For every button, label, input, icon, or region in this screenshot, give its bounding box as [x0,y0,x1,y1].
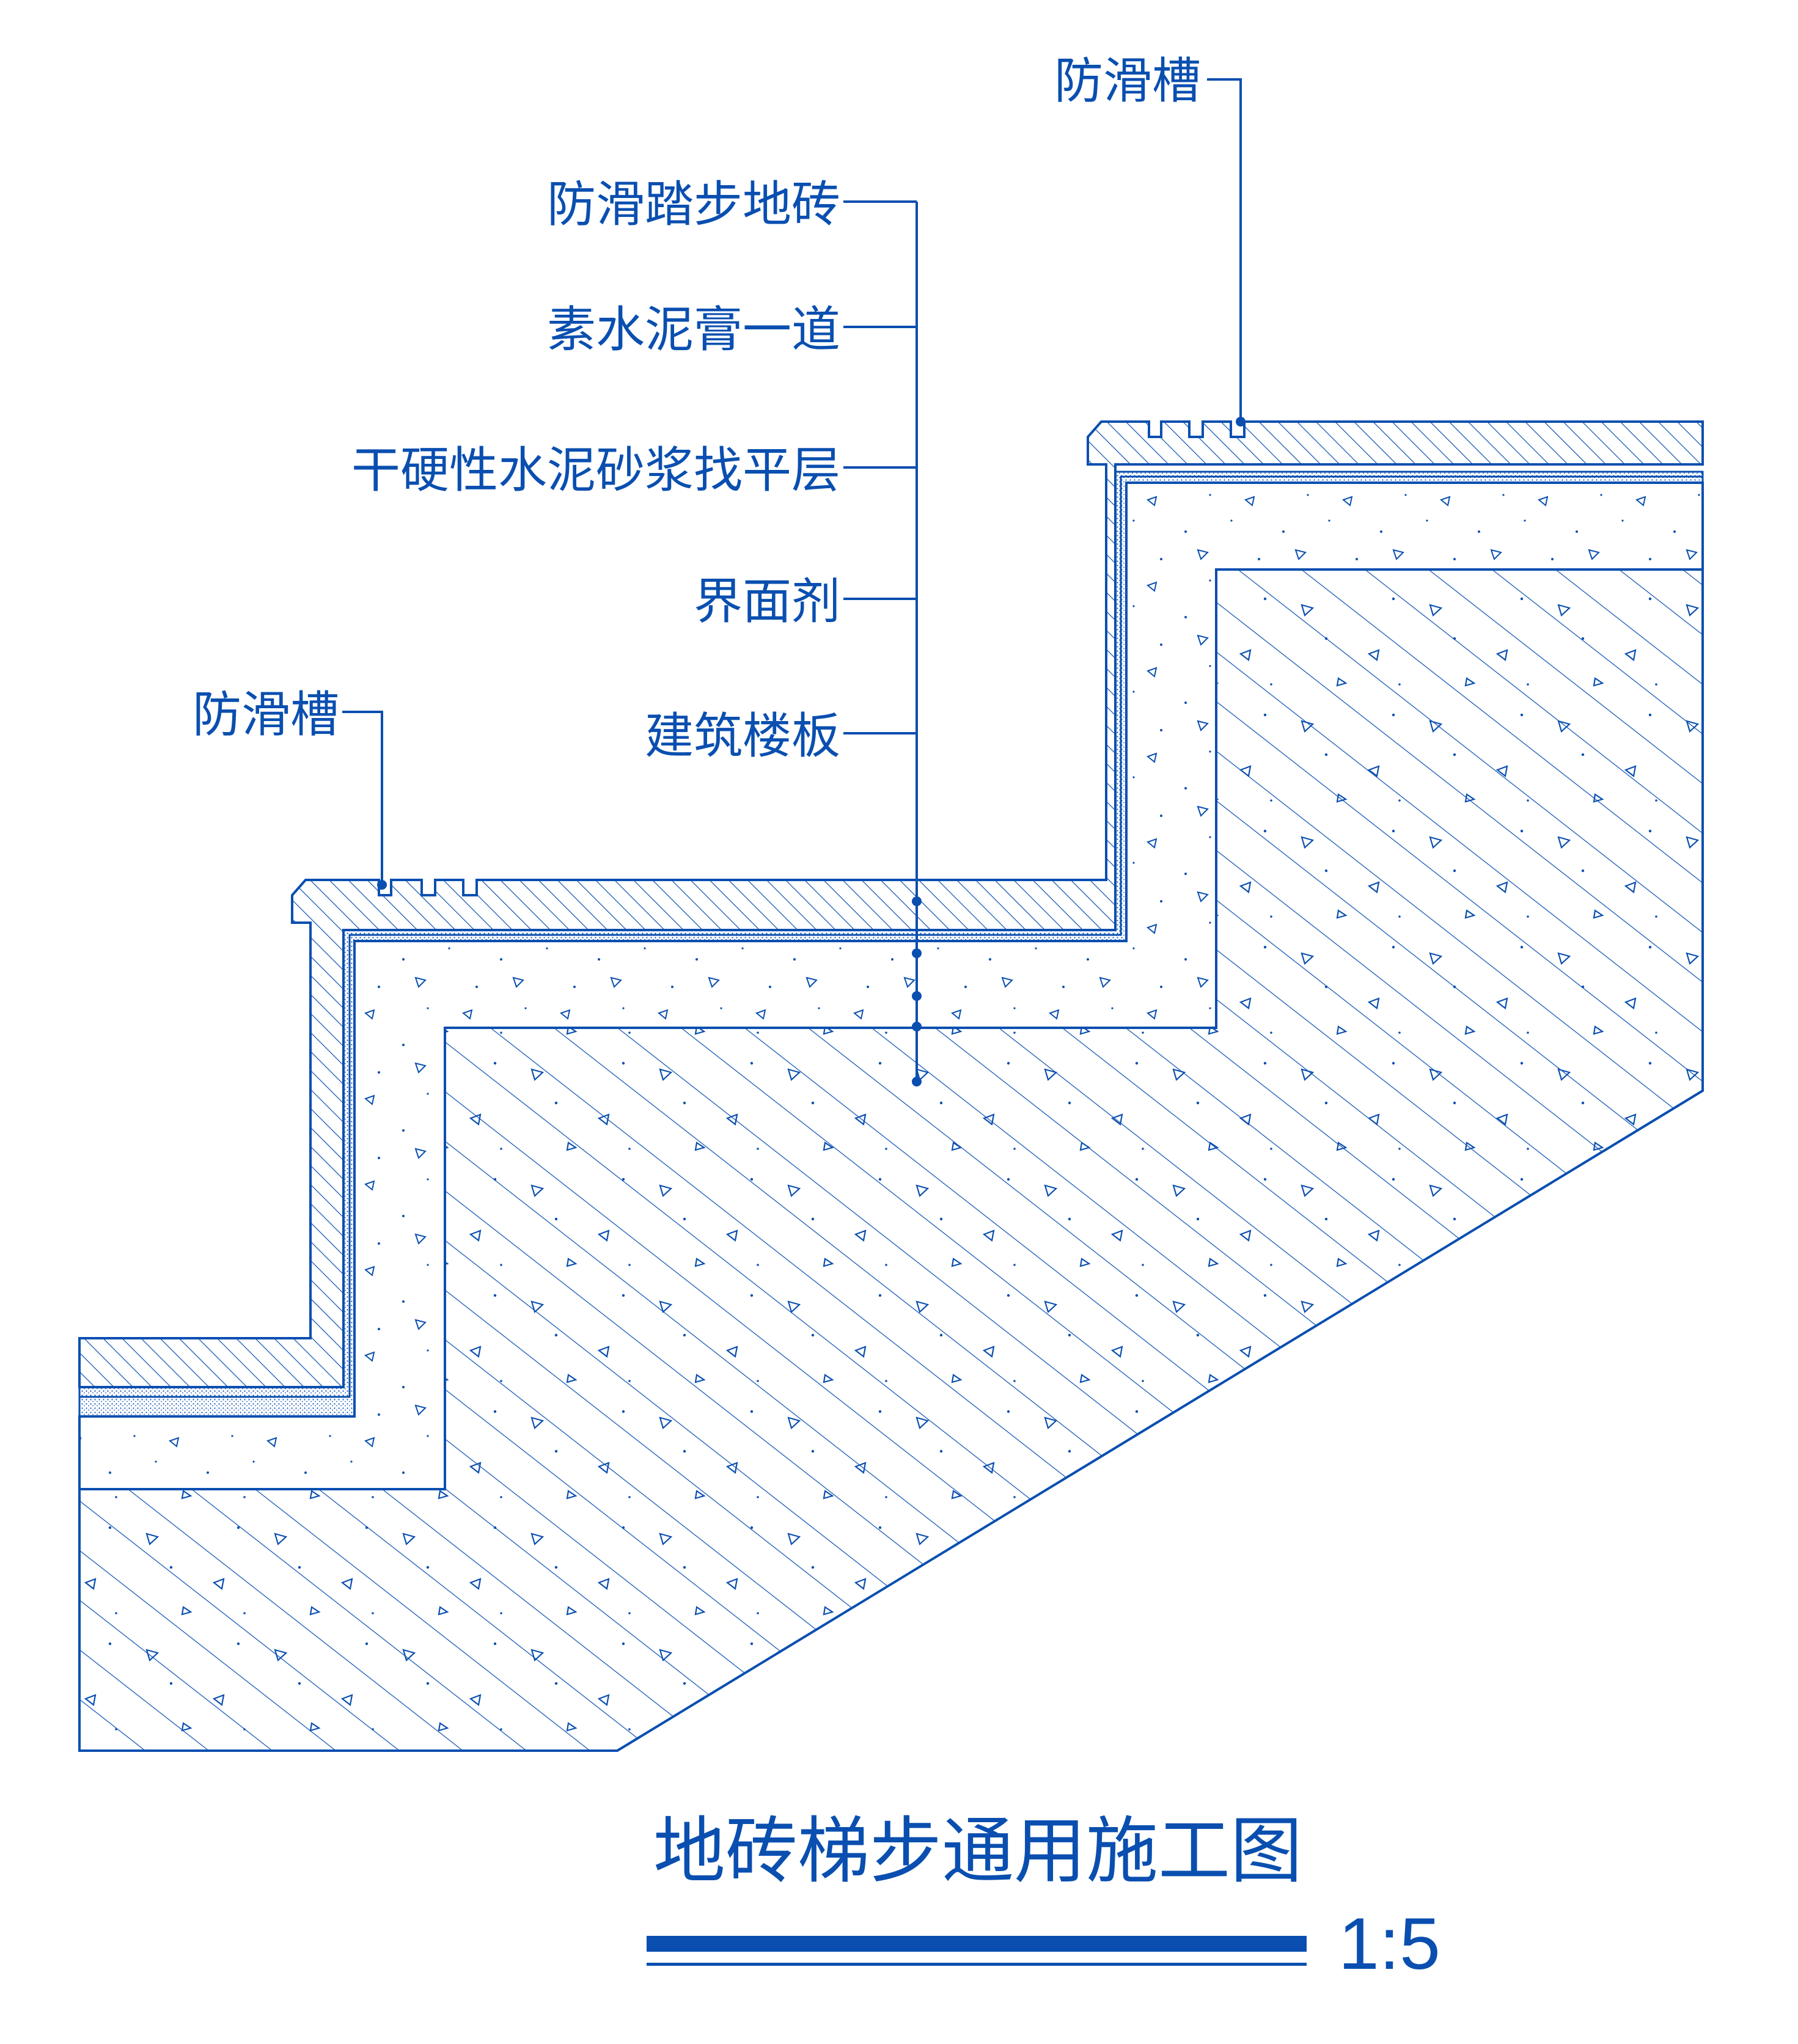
leader-lines [342,78,1242,1082]
label-mortar-leveling: 干硬性水泥砂浆找平层 [351,442,840,499]
drawing-scale: 1:5 [1338,1903,1440,1985]
callout-labels: 防滑槽 防滑踏步地砖 素水泥膏一道 干硬性水泥砂浆找平层 界面剂 建筑楼板 防滑… [193,53,1201,764]
leader-dots [377,417,1246,1086]
title-underline-thick [647,1936,1307,1952]
anti-slip-step-tile [78,420,1704,1388]
drawing-title: 地砖梯步通用施工图 [653,1809,1302,1893]
label-building-slab: 建筑楼板 [645,708,840,764]
label-cement-paste: 素水泥膏一道 [547,301,840,358]
title-underline-thin [647,1963,1307,1966]
label-anti-slip-groove-lower: 防滑槽 [193,686,339,743]
label-anti-slip-tile: 防滑踏步地砖 [547,176,840,233]
title-block: 地砖梯步通用施工图 1:5 [647,1809,1440,1985]
label-interface-agent: 界面剂 [694,573,840,630]
label-anti-slip-groove-upper: 防滑槽 [1054,53,1201,109]
